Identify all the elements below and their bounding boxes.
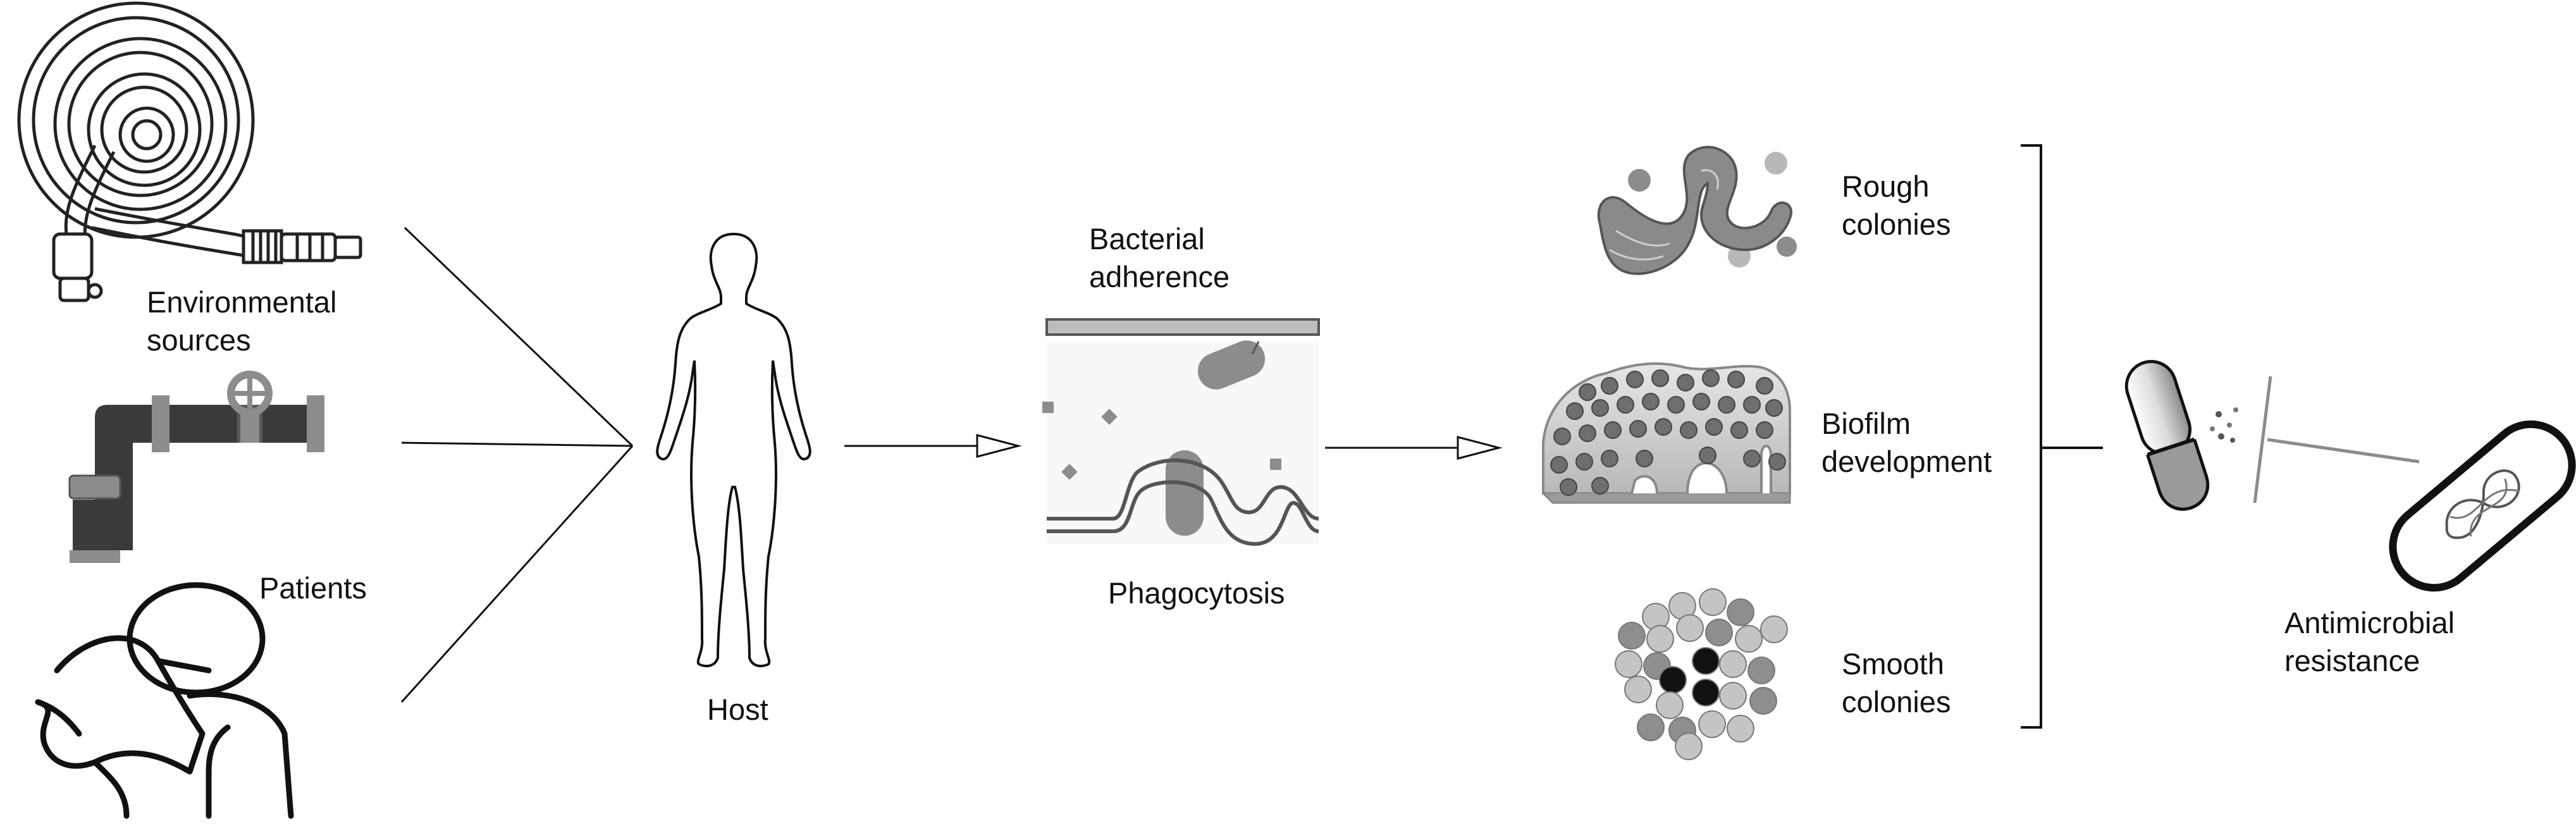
smooth-colonies-illustration — [1615, 588, 1788, 760]
smooth-colony-cell — [1735, 625, 1763, 653]
rough-colonies-line1: Rough — [1842, 170, 1930, 203]
smooth-colony-cell — [1698, 710, 1726, 738]
smooth-colony-cell — [1760, 615, 1788, 643]
biofilm-cell — [1743, 450, 1761, 467]
biofilm-cell — [1743, 396, 1761, 414]
environmental-sources-line1: Environmental — [147, 285, 337, 319]
adherence-phagocytosis-illustration — [1042, 310, 1320, 546]
biofilm-cell — [1550, 456, 1568, 474]
biofilm-cell — [1730, 421, 1748, 439]
biofilm-cell — [1579, 383, 1596, 401]
rough-colonies-illustration — [1597, 145, 1797, 275]
biofilm-cell — [1617, 396, 1634, 414]
patient-icon — [35, 582, 294, 819]
bacterial-adherence-line1: Bacterial — [1089, 222, 1205, 256]
biofilm-cell — [1705, 418, 1723, 436]
smooth-colonies-label: Smooth colonies — [1842, 645, 1950, 721]
smooth-colony-cell — [1705, 619, 1733, 646]
biofilm-cell — [1699, 447, 1716, 464]
smooth-colony-cell — [1719, 682, 1747, 710]
biofilm-cell — [1677, 374, 1694, 392]
smooth-colony-cell — [1727, 598, 1754, 626]
smooth-colony-cell — [1692, 647, 1720, 675]
arrow-adherence-to-colonies — [1325, 436, 1503, 460]
biofilm-cell — [1642, 393, 1660, 410]
inhibition-symbol — [2253, 376, 2420, 503]
smooth-colony-cell — [1656, 691, 1684, 719]
antimicrobial-line2: resistance — [2284, 644, 2420, 677]
bacterial-adherence-line2: adherence — [1089, 260, 1230, 293]
biofilm-cell — [1651, 369, 1669, 387]
biofilm-cell — [1765, 399, 1783, 417]
smooth-colony-cell — [1624, 676, 1652, 703]
smooth-colony-cell — [1727, 715, 1754, 743]
biofilm-cell — [1680, 421, 1698, 439]
smooth-colony-cell — [1676, 614, 1704, 642]
biofilm-cell — [1591, 399, 1609, 417]
antibiotic-capsule-icon — [2124, 360, 2238, 511]
biofilm-cell — [1702, 369, 1720, 387]
pipe-icon — [68, 371, 324, 563]
smooth-colony-cell — [1749, 687, 1777, 715]
biofilm-cell — [1756, 421, 1773, 439]
biofilm-cell — [1692, 393, 1710, 410]
smooth-colony-cell — [1637, 713, 1665, 741]
biofilm-cell — [1601, 377, 1618, 395]
rough-colonies-line2: colonies — [1842, 207, 1951, 241]
smooth-colonies-line1: Smooth — [1842, 647, 1944, 681]
biofilm-cell — [1626, 371, 1644, 388]
biofilm-development-label: Biofilm development — [1821, 405, 1992, 481]
host-label: Host — [707, 693, 768, 726]
smooth-colony-cell — [1615, 650, 1642, 678]
bacterial-adherence-label: Bacterial adherence — [1089, 220, 1229, 296]
biofilm-cell — [1727, 371, 1745, 388]
biofilm-cell — [1667, 396, 1685, 414]
biofilm-cell — [1629, 420, 1647, 438]
smooth-colony-cell — [1692, 679, 1720, 707]
environmental-sources-label: Environmental sources — [147, 283, 336, 359]
biofilm-cell — [1579, 424, 1596, 442]
smooth-colony-cell — [1747, 657, 1775, 684]
smooth-colony-cell — [1675, 732, 1703, 760]
smooth-colony-cell — [1699, 588, 1727, 616]
biofilm-cell — [1604, 421, 1622, 439]
biofilm-cell — [1560, 478, 1577, 496]
patients-label: Patients — [259, 571, 367, 605]
biofilm-cells — [1550, 369, 1786, 496]
arrow-host-to-adherence — [844, 434, 1022, 458]
grouping-bracket — [2021, 144, 2103, 729]
bacterium-icon — [2389, 420, 2576, 592]
smooth-colonies-line2: colonies — [1842, 685, 1951, 719]
human-body-icon — [656, 232, 811, 667]
hose-reel-icon — [17, 1, 362, 302]
smooth-colony-cell — [1646, 625, 1674, 653]
biofilm-cell — [1591, 477, 1609, 495]
biofilm-line1: Biofilm — [1821, 407, 1911, 440]
phagocytosis-label: Phagocytosis — [1108, 576, 1285, 610]
smooth-colony-cell — [1719, 650, 1747, 678]
smooth-colony-cell — [1618, 622, 1646, 650]
biofilm-cell — [1718, 396, 1735, 414]
biofilm-cell — [1601, 450, 1618, 467]
biofilm-cell — [1655, 418, 1672, 436]
biofilm-cell — [1636, 450, 1653, 467]
biofilm-line2: development — [1821, 445, 1992, 478]
environmental-sources-line2: sources — [147, 323, 251, 357]
antimicrobial-line1: Antimicrobial — [2284, 606, 2455, 639]
convergence-lines — [400, 226, 634, 703]
biofilm-cell — [1756, 377, 1773, 395]
smooth-colony-cell — [1659, 666, 1687, 694]
biofilm-cell — [1566, 402, 1584, 420]
biofilm-cell — [1553, 428, 1571, 445]
rough-colonies-label: Rough colonies — [1842, 168, 1950, 244]
biofilm-cell — [1768, 453, 1786, 471]
biofilm-cell — [1575, 453, 1593, 471]
antimicrobial-resistance-label: Antimicrobial resistance — [2284, 604, 2455, 680]
